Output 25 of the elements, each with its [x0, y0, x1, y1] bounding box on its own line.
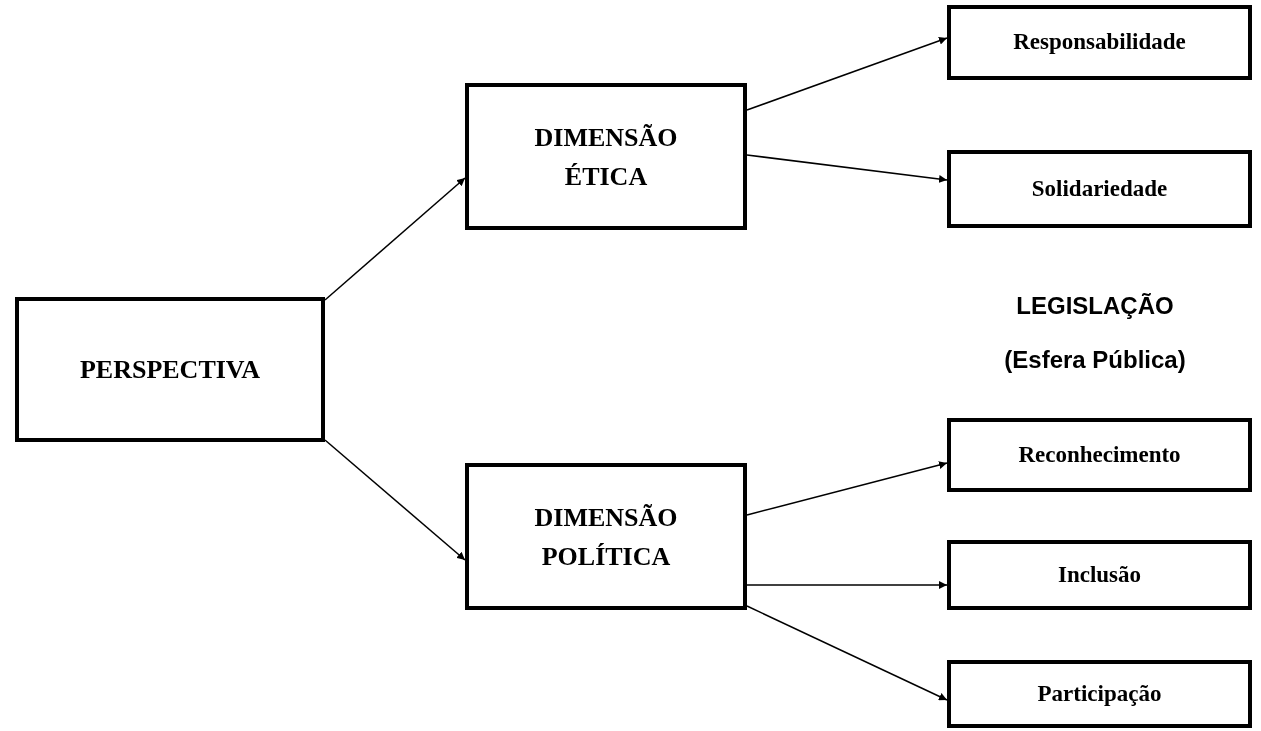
box-label: Inclusão	[1057, 560, 1142, 589]
box-label: PERSPECTIVA	[79, 354, 261, 386]
arrow	[324, 439, 466, 561]
arrow	[746, 605, 948, 701]
arrow	[324, 177, 466, 301]
concept-box	[947, 418, 1252, 492]
concept-box	[947, 5, 1252, 80]
box-label: Solidariedade	[1031, 174, 1168, 203]
box-label: Participação	[1037, 679, 1162, 708]
arrow	[746, 461, 948, 516]
concept-box	[947, 540, 1252, 610]
concept-box	[465, 83, 747, 230]
concept-box	[947, 150, 1252, 228]
concept-box	[947, 660, 1252, 728]
box-label: DIMENSÃO POLÍTICA	[533, 501, 679, 573]
arrow	[746, 154, 948, 183]
note-text: LEGISLAÇÃO	[1015, 292, 1175, 320]
box-label: Reconhecimento	[1018, 440, 1181, 469]
note-text: (Esfera Pública)	[1003, 346, 1187, 374]
concept-box	[465, 463, 747, 610]
arrow	[746, 36, 948, 111]
box-label: DIMENSÃO ÉTICA	[533, 121, 679, 193]
concept-box	[15, 297, 325, 442]
arrow	[746, 581, 948, 589]
box-label: Responsabilidade	[1013, 28, 1186, 57]
